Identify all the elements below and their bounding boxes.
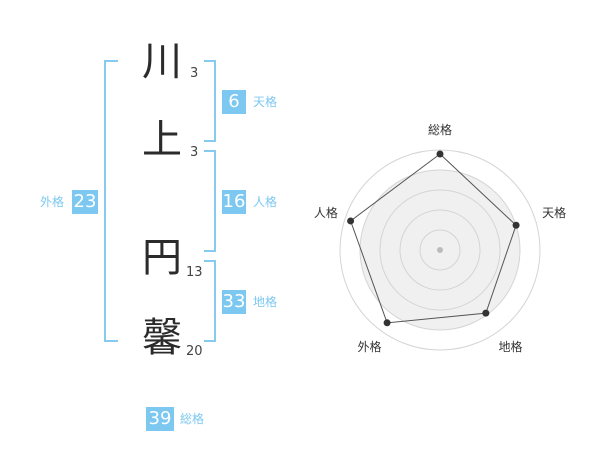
radar-axis-label: 人格: [314, 205, 338, 220]
name-char-2: 上: [142, 117, 182, 163]
chikaku-bracket: [204, 260, 216, 342]
name-char-1: 川: [142, 39, 182, 85]
name-char-3: 円: [142, 235, 182, 281]
radar-center: [437, 247, 443, 253]
radar-polygon: [350, 153, 517, 324]
gaikaku-value-badge: 23: [72, 190, 98, 214]
chikaku-value-badge: 33: [222, 290, 246, 314]
tenkaku-label: 天格: [253, 95, 278, 109]
radar-ring: [379, 189, 501, 311]
radar-axis-label: 総格: [428, 122, 452, 137]
radar-axis-label: 天格: [542, 205, 566, 220]
radar-ring: [399, 209, 481, 291]
radar-ring: [339, 149, 541, 351]
radar-ring: [419, 229, 461, 271]
radar-point: [436, 150, 444, 158]
radar-axis-label: 外格: [357, 339, 381, 354]
stroke-count-2: 3: [190, 145, 199, 160]
jinkaku-bracket: [204, 150, 216, 252]
stroke-count-1: 3: [190, 66, 199, 81]
radar-point: [512, 221, 520, 229]
gaikaku-label: 外格: [40, 195, 65, 209]
radar-axis-label: 地格: [499, 339, 523, 354]
soukaku-label: 総格: [180, 412, 205, 426]
radar-point: [383, 319, 391, 327]
stroke-count-3: 13: [186, 265, 203, 280]
gaikaku-bracket: [104, 60, 118, 342]
jinkaku-value-badge: 16: [222, 190, 246, 214]
soukaku-value-badge: 39: [146, 407, 174, 431]
name-char-4: 馨: [142, 315, 182, 361]
jinkaku-label: 人格: [253, 195, 278, 209]
stroke-count-4: 20: [186, 344, 203, 359]
radar-ring: [359, 169, 521, 331]
tenkaku-value-badge: 6: [222, 90, 246, 114]
chikaku-label: 地格: [253, 295, 278, 309]
radar-point: [347, 217, 355, 225]
tenkaku-bracket: [204, 60, 216, 142]
radar-point: [482, 309, 490, 317]
